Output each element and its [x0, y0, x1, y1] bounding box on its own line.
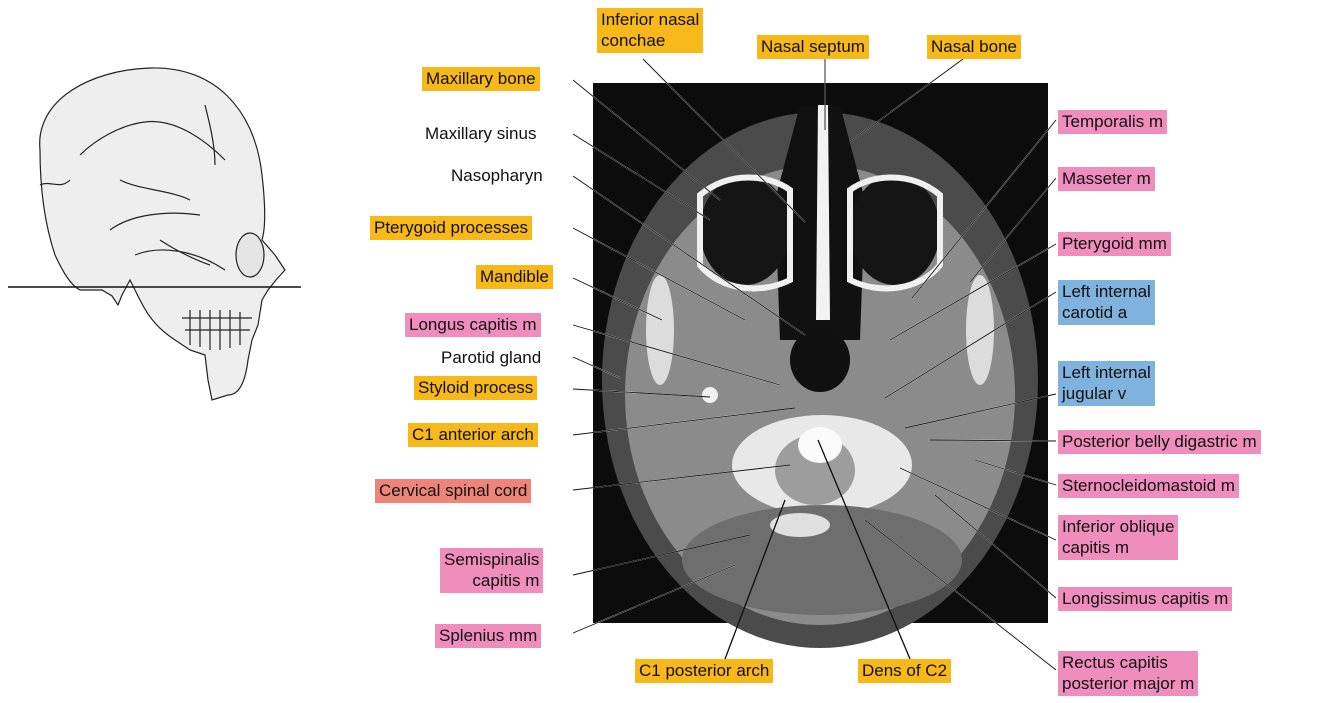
label-line: C1 posterior arch: [639, 660, 769, 681]
label-nasal-septum: Nasal septum: [757, 35, 869, 59]
nasal-septum-ct: [816, 105, 830, 320]
label-masseter: Masseter m: [1058, 167, 1155, 191]
label-line: capitis m: [444, 570, 539, 591]
label-splenius: Splenius mm: [435, 624, 541, 648]
label-line: Nasal bone: [931, 36, 1017, 57]
label-line: capitis m: [1062, 537, 1174, 558]
label-nasopharyn: Nasopharyn: [447, 164, 547, 188]
label-line: Splenius mm: [439, 625, 537, 646]
styloid-ct: [702, 387, 718, 403]
left-mandible-ct: [646, 275, 674, 385]
label-line: conchae: [601, 30, 699, 51]
label-cervical-spinal-cord: Cervical spinal cord: [375, 479, 531, 503]
label-line: Masseter m: [1062, 168, 1151, 189]
label-pterygoid-mm: Pterygoid mm: [1058, 232, 1171, 256]
label-styloid-process: Styloid process: [414, 376, 537, 400]
label-line: Inferior oblique: [1062, 516, 1174, 537]
label-line: Longus capitis m: [409, 314, 537, 335]
label-line: Inferior nasal: [601, 9, 699, 30]
nasopharynx: [790, 328, 850, 392]
skull-illustration: [40, 68, 285, 400]
label-longus-capitis: Longus capitis m: [405, 313, 541, 337]
label-line: Temporalis m: [1062, 111, 1163, 132]
label-line: Sternocleidomastoid m: [1062, 475, 1235, 496]
label-line: Pterygoid mm: [1062, 233, 1167, 254]
label-line: Posterior belly digastric m: [1062, 431, 1257, 452]
label-maxillary-sinus: Maxillary sinus: [421, 122, 540, 146]
label-line: Maxillary sinus: [425, 123, 536, 144]
label-line: Mandible: [480, 266, 549, 287]
label-line: Rectus capitis: [1062, 652, 1194, 673]
label-line: Dens of C2: [862, 660, 947, 681]
label-line: Styloid process: [418, 377, 533, 398]
label-maxillary-bone: Maxillary bone: [422, 67, 540, 91]
label-mandible: Mandible: [476, 265, 553, 289]
label-line: Cervical spinal cord: [379, 480, 527, 501]
label-c1-anterior-arch: C1 anterior arch: [408, 423, 538, 447]
label-line: Left internal: [1062, 362, 1151, 383]
label-line: Longissimus capitis m: [1062, 588, 1228, 609]
label-nasal-bone: Nasal bone: [927, 35, 1021, 59]
label-line: Parotid gland: [441, 347, 541, 368]
left-maxillary-sinus: [700, 175, 790, 285]
label-line: posterior major m: [1062, 673, 1194, 694]
label-line: Nasal septum: [761, 36, 865, 57]
label-line: Maxillary bone: [426, 68, 536, 89]
orbit: [236, 233, 264, 277]
right-mandible-ct: [966, 275, 994, 385]
label-line: jugular v: [1062, 383, 1151, 404]
label-line: carotid a: [1062, 302, 1151, 323]
ct-scan: [593, 83, 1048, 648]
label-pterygoid-processes: Pterygoid processes: [370, 216, 532, 240]
label-line: Left internal: [1062, 281, 1151, 302]
label-posterior-belly-digastric: Posterior belly digastric m: [1058, 430, 1261, 454]
label-longissimus-capitis: Longissimus capitis m: [1058, 587, 1232, 611]
label-temporalis: Temporalis m: [1058, 110, 1167, 134]
label-line: Pterygoid processes: [374, 217, 528, 238]
label-c1-posterior-arch: C1 posterior arch: [635, 659, 773, 683]
label-line: Nasopharyn: [451, 165, 543, 186]
label-line: Semispinalis: [444, 549, 539, 570]
label-sternocleidomastoid: Sternocleidomastoid m: [1058, 474, 1239, 498]
label-parotid-gland: Parotid gland: [437, 346, 545, 370]
label-line: C1 anterior arch: [412, 424, 534, 445]
label-dens-c2: Dens of C2: [858, 659, 951, 683]
right-maxillary-sinus: [850, 175, 940, 285]
